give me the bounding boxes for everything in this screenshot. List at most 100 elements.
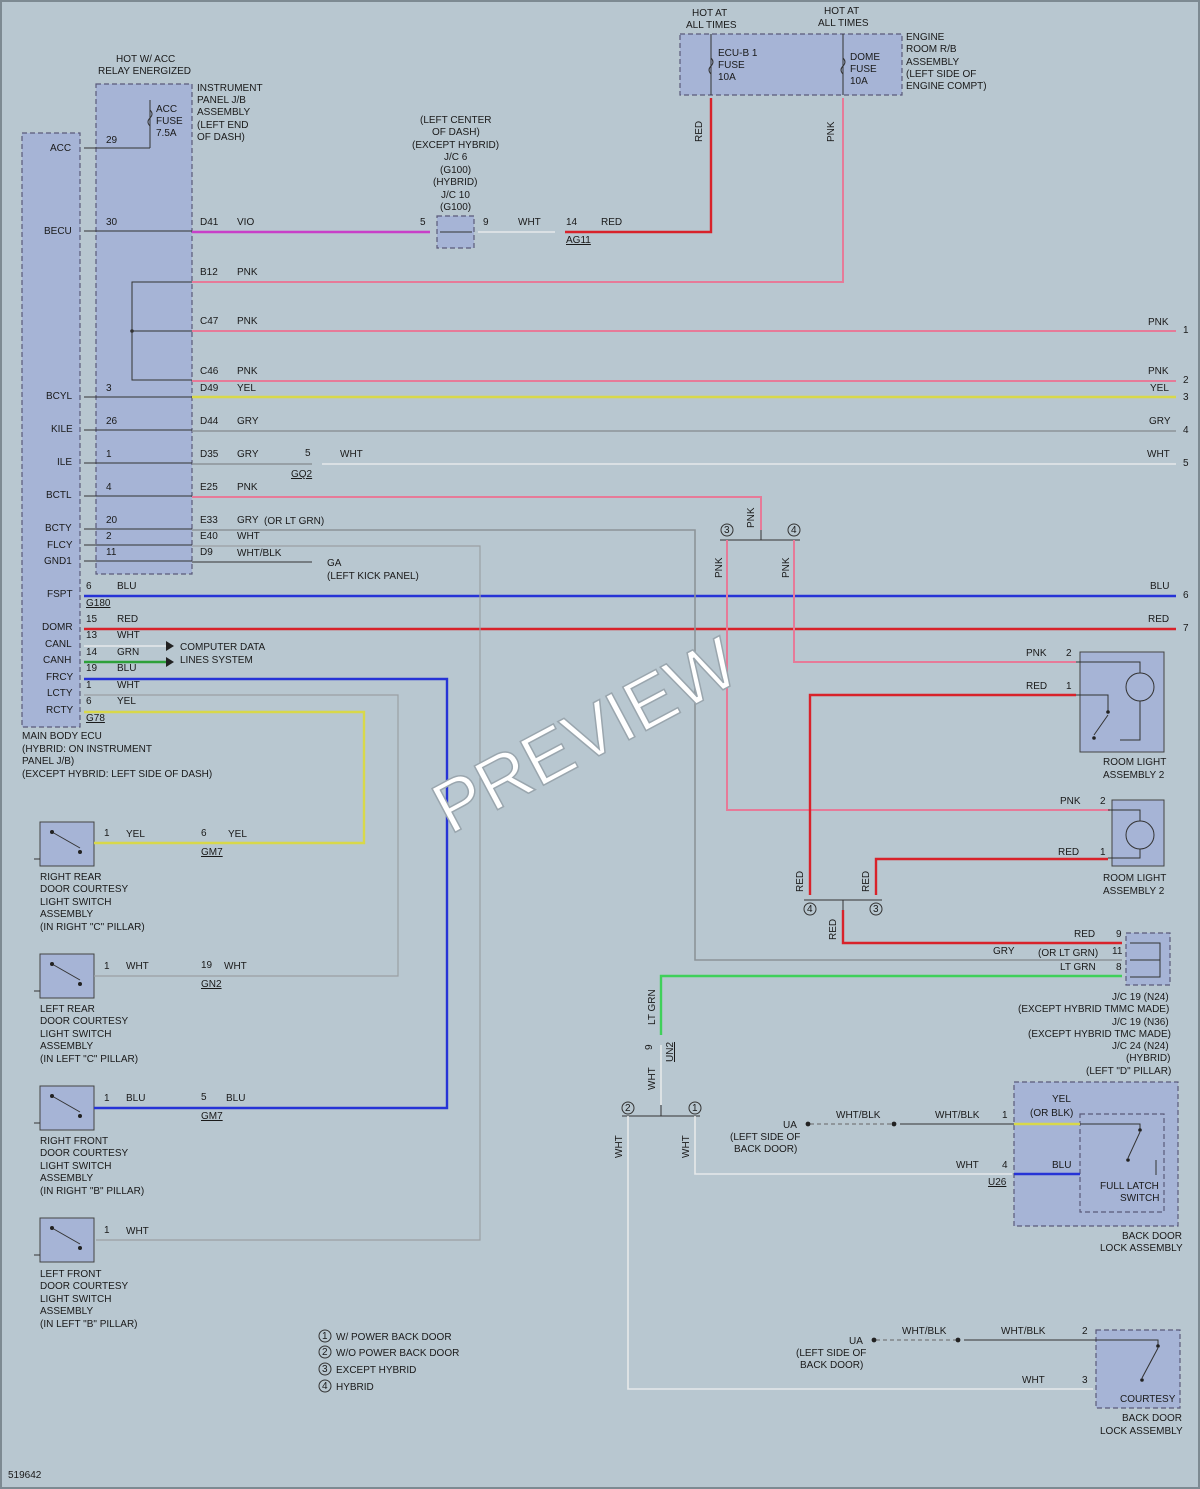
variant-3: 3	[724, 525, 730, 536]
whtblk-3: WHT/BLK	[902, 1326, 947, 1337]
bd-orblk: (OR BLK)	[1030, 1108, 1073, 1119]
ua-1: UA	[783, 1120, 797, 1131]
rnum: 3	[1183, 392, 1189, 403]
document-id: 519642	[8, 1470, 42, 1481]
whtblk-1: WHT/BLK	[836, 1110, 881, 1121]
rcolor: PNK	[1148, 317, 1169, 328]
sw-c2: YEL	[228, 829, 247, 840]
hot-all-1a: HOT AT	[692, 8, 727, 19]
sw-l: (IN RIGHT "B" PILLAR)	[40, 1186, 144, 1197]
sw-l: LIGHT SWITCH	[40, 897, 111, 908]
jc6-labels: (LEFT CENTER OF DASH) (EXCEPT HYBRID) J/…	[412, 115, 499, 213]
wire-yel-rcty	[84, 710, 366, 845]
rnum: 4	[1183, 425, 1189, 436]
ecu-pin-kile: KILE	[51, 424, 73, 435]
sw-jpin: 5	[201, 1092, 207, 1103]
pnk-v3: PNK	[714, 557, 725, 578]
conn-code: D9	[200, 547, 213, 558]
switch-right-front: 1 BLU 5 BLU GM7 RIGHT FRONT DOOR COURTES…	[34, 1085, 245, 1197]
variant-4: 4	[791, 525, 797, 536]
ua-3: BACK DOOR)	[734, 1144, 797, 1155]
jc19-l: (EXCEPT HYBRID TMC MADE)	[1028, 1029, 1171, 1040]
jc6-l: (G100)	[440, 165, 471, 176]
ecub-2: FUSE	[718, 60, 745, 71]
room-light-nonhybrid: 2 1 PNK RED ROOM LIGHT ASSEMBLY 2	[1058, 796, 1166, 897]
ua-6: BACK DOOR)	[800, 1360, 863, 1371]
sw-pin: 1	[104, 1093, 110, 1104]
wht-v2: WHT	[614, 1135, 625, 1158]
variant-3b: 3	[873, 904, 879, 915]
rl-pin: 1	[1066, 681, 1072, 692]
ij-b-5: OF DASH)	[197, 132, 245, 143]
sw-l: (IN LEFT "C" PILLAR)	[40, 1054, 138, 1065]
acc-fuse-3: 7.5A	[156, 128, 177, 139]
sw-l: DOOR COURTESY	[40, 1148, 128, 1159]
rl-pin: 2	[1100, 796, 1106, 807]
wire-wht-lcty	[84, 694, 399, 977]
wire-color: YEL	[237, 383, 256, 394]
pin-num: 13	[86, 630, 98, 641]
ecu-pin-lcty: LCTY	[47, 688, 73, 699]
jc19-pin: 11	[1112, 946, 1123, 957]
pin-num: 1	[106, 449, 112, 460]
instrument-panel-jb-box	[95, 83, 193, 575]
jc-wht: WHT	[518, 217, 541, 228]
jc6-l: (HYBRID)	[433, 177, 477, 188]
rl-color: PNK	[1060, 796, 1081, 807]
wire-color: WHT	[237, 531, 260, 542]
erb-4: (LEFT SIDE OF	[906, 69, 976, 80]
jc19-l: (LEFT "D" PILLAR)	[1086, 1066, 1171, 1077]
hot-all-1b: ALL TIMES	[686, 20, 737, 31]
conn-code: B12	[200, 267, 218, 278]
pin-num: 20	[106, 515, 118, 526]
pnk-v4: PNK	[781, 557, 792, 578]
hot-all-2b: ALL TIMES	[818, 18, 869, 29]
ecu-l4: (EXCEPT HYBRID: LEFT SIDE OF DASH)	[22, 769, 212, 780]
ecub-fuse	[708, 34, 714, 95]
gq2-pin: 5	[305, 448, 311, 459]
main-body-ecu-box	[21, 132, 81, 728]
jc19-pin: 9	[1116, 929, 1122, 940]
jb-connector-codes: D41 B12 C47 C46 D49 D44 D35 E25 E33 E40 …	[200, 217, 324, 559]
dome-2: FUSE	[850, 64, 877, 75]
conn-code: E40	[200, 531, 218, 542]
ecu-jb-links	[84, 147, 192, 562]
ij-b-2: PANEL J/B	[197, 95, 246, 106]
legend-num: 3	[322, 1364, 328, 1375]
wire-color: PNK	[237, 366, 258, 377]
ga-code: GA	[327, 558, 342, 569]
rcolor: YEL	[1150, 383, 1169, 394]
sw-l: (IN RIGHT "C" PILLAR)	[40, 922, 145, 933]
rnum: 7	[1183, 623, 1189, 634]
jc-red: RED	[601, 217, 622, 228]
wire-red-ecub	[565, 98, 713, 234]
sw-conn: GN2	[201, 979, 222, 990]
rl-color: RED	[1026, 681, 1047, 692]
whtblk-4: WHT/BLK	[1001, 1326, 1046, 1337]
red-v3: RED	[861, 871, 872, 892]
red-vert: RED	[694, 121, 705, 142]
ecu-pin-canh: CANH	[43, 655, 71, 666]
rnum: 2	[1183, 375, 1189, 386]
wire-red-jc19	[841, 910, 1122, 945]
ij-b-4: (LEFT END	[197, 120, 249, 131]
pin-num: 4	[106, 482, 112, 493]
conn-code: E25	[200, 482, 218, 493]
sw-c2: BLU	[226, 1093, 245, 1104]
switch-left-rear: 1 WHT 19 WHT GN2 LEFT REAR DOOR COURTESY…	[34, 953, 247, 1065]
rl-color: PNK	[1026, 648, 1047, 659]
engine-room-rb-box	[679, 33, 903, 96]
jc6-l: (G100)	[440, 202, 471, 213]
comp-data-2: LINES SYSTEM	[180, 655, 253, 666]
sw-l: RIGHT REAR	[40, 872, 102, 883]
sw-c1: BLU	[126, 1093, 145, 1104]
variant-legend: 1 W/ POWER BACK DOOR 2 W/O POWER BACK DO…	[318, 1329, 459, 1393]
jc6-l: (LEFT CENTER	[420, 115, 492, 126]
erb-5: ENGINE COMPT)	[906, 81, 987, 92]
rcolor: RED	[1148, 614, 1169, 625]
conn-code: D44	[200, 416, 219, 427]
pin-num: 30	[106, 217, 118, 228]
rl-label: ASSEMBLY 2	[1103, 886, 1165, 897]
sw-l: DOOR COURTESY	[40, 1281, 128, 1292]
